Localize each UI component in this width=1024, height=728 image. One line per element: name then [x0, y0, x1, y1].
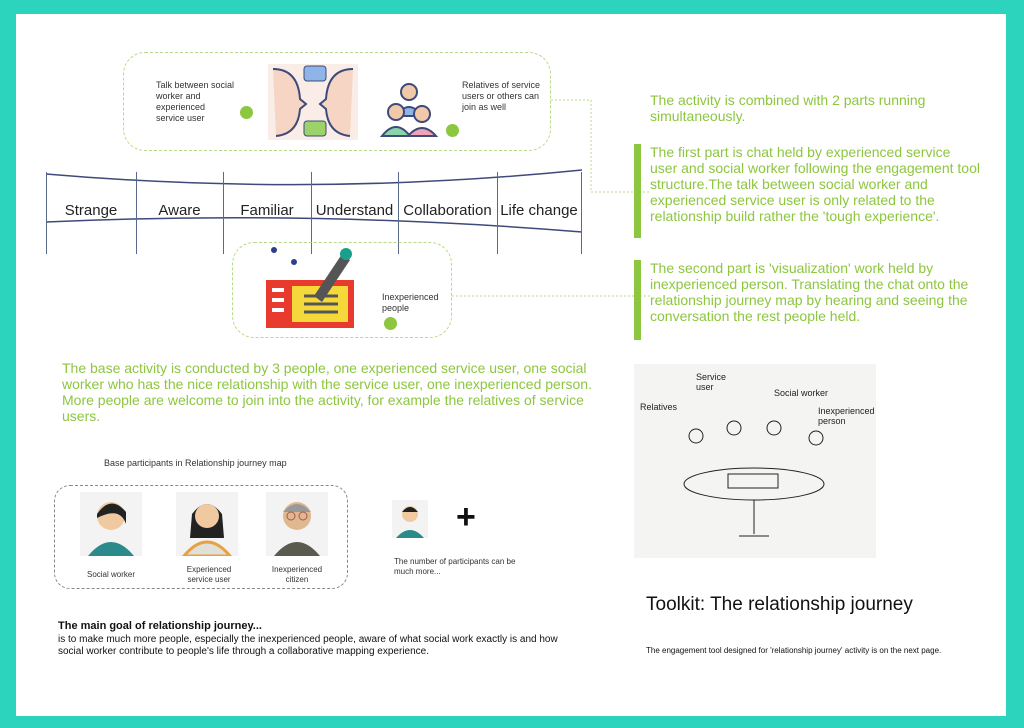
participant-label: Inexperienced citizen [271, 565, 323, 584]
base-activity-text: The base activity is conducted by 3 peop… [62, 360, 592, 424]
part2-text: The second part is 'visualization' work … [650, 260, 969, 324]
inexperienced-box [232, 242, 452, 338]
service-user-avatar [176, 492, 238, 558]
participant-label: Experienced service user [186, 565, 232, 584]
accent-bar [634, 260, 641, 340]
connector-line [551, 99, 651, 193]
participants-title: Base participants in Relationship journe… [104, 458, 287, 468]
accent-bar [634, 144, 641, 238]
connector-line [452, 295, 652, 297]
stage-collaboration: Collaboration [403, 202, 492, 219]
poster-page: Talk between social worker and experienc… [16, 14, 1006, 716]
social-worker-avatar [80, 492, 142, 556]
stage-aware: Aware [158, 202, 201, 219]
stage-familiar: Familiar [240, 202, 294, 219]
plus-icon: + [456, 498, 476, 536]
citizen-avatar [266, 492, 328, 556]
goal-title: The main goal of relationship journey... [58, 620, 262, 632]
extra-participant-avatar [392, 500, 428, 538]
sketch-label: Social worker [774, 388, 829, 398]
green-dot [240, 106, 253, 119]
stage-strange: Strange [64, 202, 118, 219]
goal-body: is to make much more people, especially … [58, 634, 558, 657]
more-participants-text: The number of participants can be much m… [394, 557, 516, 576]
participant-label: Social worker [86, 570, 135, 579]
journey-band [45, 169, 583, 233]
conversation-faces-icon [268, 64, 358, 140]
talk-label: Talk between social worker and experienc… [156, 80, 235, 123]
participants-box [54, 485, 348, 589]
relatives-label: Relatives of service users or others can… [462, 80, 541, 112]
sketch-label: Inexperienced person [818, 406, 875, 426]
green-dot [446, 124, 459, 137]
sketch-label: Relatives [640, 402, 678, 412]
top-activity-box [123, 52, 551, 151]
relatives-group-icon [379, 83, 439, 137]
stage-life-change: Life change [500, 202, 578, 219]
toolkit-title: Toolkit: The relationship journey [646, 594, 913, 615]
stage-understand: Understand [315, 202, 394, 219]
intro-text: The activity is combined with 2 parts ru… [650, 92, 926, 124]
inexperienced-label: Inexperienced people [382, 292, 439, 313]
part1-text: The first part is chat held by experienc… [650, 144, 980, 224]
sketch-label: Service user [696, 372, 727, 392]
drawing-pen-icon [266, 247, 354, 328]
green-dot [384, 317, 397, 330]
activity-sketch-image: Relatives Service user Social worker Ine… [634, 364, 876, 558]
toolkit-note: The engagement tool designed for 'relati… [646, 646, 942, 655]
